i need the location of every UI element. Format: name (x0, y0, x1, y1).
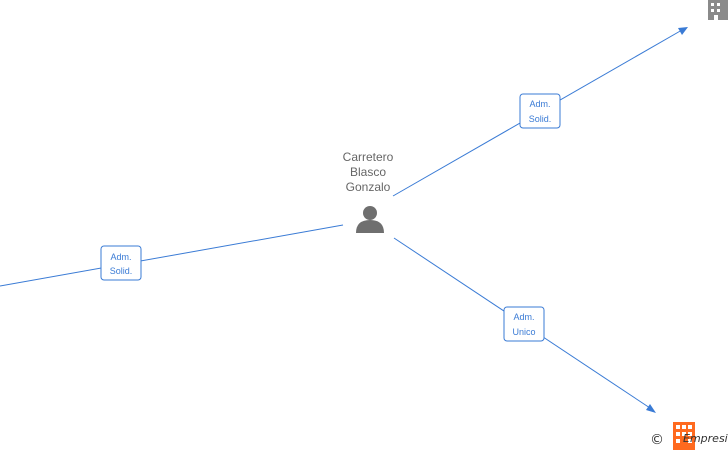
edge-label-adm-unico[interactable]: Adm. Unico (503, 306, 545, 342)
brand-name: Empresia (683, 432, 728, 445)
edge-label-line-2: Unico (512, 327, 535, 337)
person-icon (356, 206, 384, 233)
edge-line (0, 224, 344, 287)
edge-label-adm-solid-left[interactable]: Adm. Solid. (100, 245, 142, 281)
edge-label-box (519, 93, 561, 129)
person-name-line-1: Carretero (343, 150, 394, 164)
building-icon (708, 0, 728, 20)
edge-label-box (100, 245, 142, 281)
arrow-head (646, 404, 656, 413)
edge-label-line-2: Solid. (110, 266, 133, 276)
arrow-head (678, 27, 688, 35)
edge-label-line-2: Solid. (529, 114, 552, 124)
empresia-logo-icon (673, 422, 695, 450)
edge-from-left (0, 224, 344, 287)
edge-label-adm-solid-top[interactable]: Adm. Solid. (519, 93, 561, 129)
edge-label-line-1: Adm. (110, 252, 131, 262)
person-node[interactable]: Carretero Blasco Gonzalo (343, 150, 394, 233)
edge-label-line-1: Adm. (513, 312, 534, 322)
person-name-line-3: Gonzalo (346, 180, 391, 194)
watermark: © Empresia (650, 422, 728, 450)
edge-label-line-1: Adm. (529, 99, 550, 109)
person-name-line-2: Blasco (350, 165, 386, 179)
copyright-symbol: © (650, 432, 664, 448)
company-node[interactable] (708, 0, 728, 20)
edge-label-box (503, 306, 545, 342)
